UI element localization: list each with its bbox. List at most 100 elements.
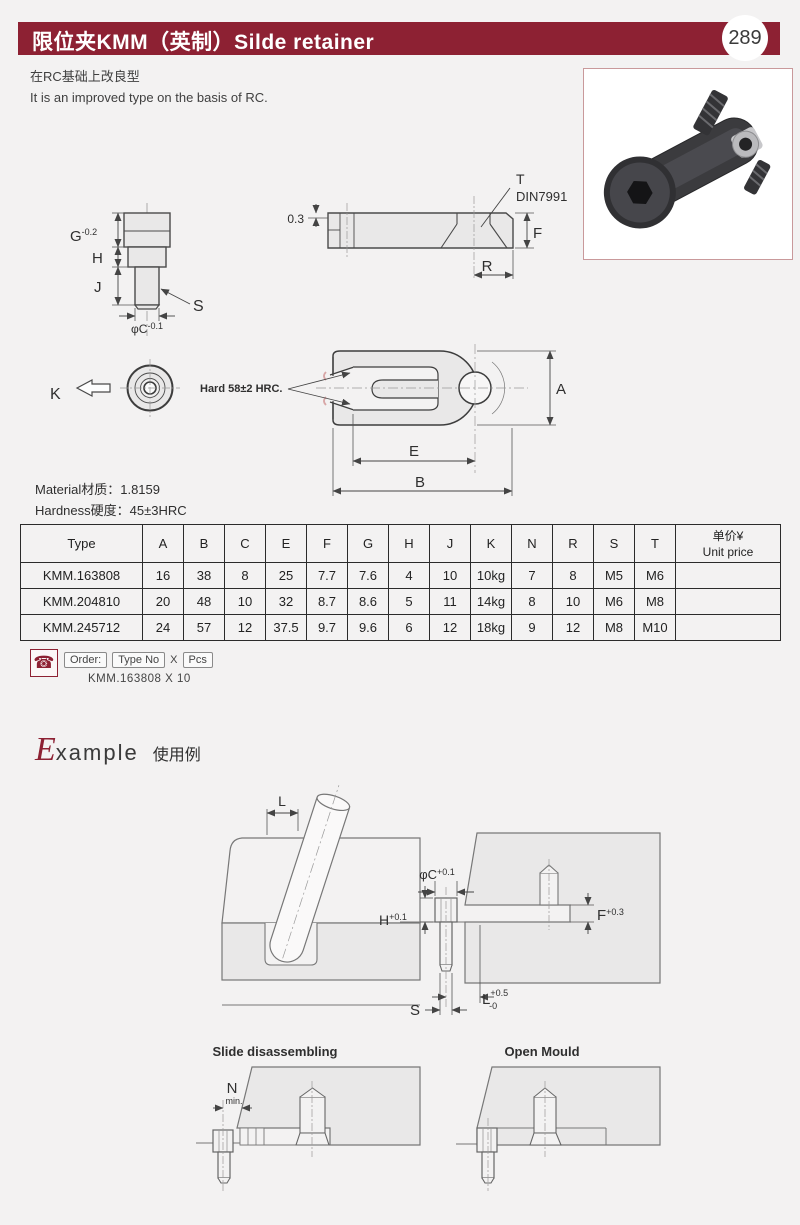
- cell: 37.5: [265, 614, 307, 641]
- col-header: G: [347, 524, 389, 563]
- cell: 12: [429, 614, 471, 641]
- col-header: E: [265, 524, 307, 563]
- cell: 8.6: [347, 588, 389, 615]
- ex-dim-l2: L+0.5-0: [482, 988, 508, 1011]
- table-header-row: Type A B C E F G H J K N R S T 单价¥ Unit …: [20, 524, 781, 563]
- example-heading: Example 使用例: [35, 731, 201, 769]
- dim-label-b: B: [415, 474, 425, 491]
- cell: 18kg: [470, 614, 512, 641]
- cell: 8: [224, 562, 266, 589]
- page-number-badge: 289: [722, 15, 768, 61]
- cell-price: [675, 562, 781, 589]
- cell: 6: [388, 614, 430, 641]
- header-bar: [18, 22, 780, 55]
- cell-price: [675, 588, 781, 615]
- col-header-type: Type: [20, 524, 143, 563]
- unit-price-en: Unit price: [702, 544, 754, 559]
- cell: M8: [634, 588, 676, 615]
- cell: 10: [224, 588, 266, 615]
- ex-dim-l: L: [278, 793, 286, 809]
- dim-label-g: G-0.2: [70, 227, 97, 245]
- phone-icon: ☎: [30, 649, 58, 677]
- dim-label-a: A: [556, 381, 566, 398]
- cell: 10kg: [470, 562, 512, 589]
- col-header: R: [552, 524, 594, 563]
- cell-price: [675, 614, 781, 641]
- dim-label-e: E: [409, 443, 419, 460]
- table-row: KMM.163808 16 38 8 25 7.7 7.6 4 10 10kg …: [20, 562, 781, 589]
- cell: 7: [511, 562, 553, 589]
- order-label: Order:: [64, 652, 108, 668]
- cell: 32: [265, 588, 307, 615]
- cell-type: KMM.245712: [20, 614, 143, 641]
- material-spec: Material材质：1.8159: [35, 482, 160, 497]
- intro-line-en: It is an improved type on the basis of R…: [30, 90, 268, 105]
- dim-label-j: J: [94, 279, 102, 296]
- ex-dim-f: F+0.3: [597, 907, 624, 924]
- dim-label-f: F: [533, 225, 542, 242]
- example-heading-initial: E: [35, 731, 56, 768]
- col-header: F: [306, 524, 348, 563]
- caption-slide-disassembling: Slide disassembling: [213, 1044, 338, 1059]
- product-photo: [583, 68, 793, 260]
- cell: 57: [183, 614, 225, 641]
- example-heading-zh: 使用例: [152, 747, 201, 764]
- cell: 16: [142, 562, 184, 589]
- ex-dim-n-min: min.: [225, 1096, 242, 1106]
- din-standard-label: DIN7991: [516, 189, 567, 204]
- screw-side: [744, 160, 771, 195]
- col-header: S: [593, 524, 635, 563]
- ex-dim-s: S: [410, 1002, 420, 1019]
- cell: 9.7: [306, 614, 348, 641]
- col-header: A: [142, 524, 184, 563]
- dim-label-h: H: [92, 250, 103, 267]
- view-label-k: K: [50, 386, 61, 403]
- col-header: T: [634, 524, 676, 563]
- col-header: B: [183, 524, 225, 563]
- table-row: KMM.245712 24 57 12 37.5 9.7 9.6 6 12 18…: [20, 614, 781, 641]
- cell: 11: [429, 588, 471, 615]
- cell: M6: [593, 588, 635, 615]
- cell: 8: [552, 562, 594, 589]
- dim-label-t: T: [516, 171, 525, 187]
- cell: 5: [388, 588, 430, 615]
- ex-dim-phic: φC+0.1: [419, 867, 455, 882]
- cell: 20: [142, 588, 184, 615]
- hardness-note: Hard 58±2 HRC.: [200, 383, 282, 395]
- cell-type: KMM.163808: [20, 562, 143, 589]
- cell: 8.7: [306, 588, 348, 615]
- product-photo-illustration: [603, 90, 771, 229]
- ex-dim-n: N: [227, 1080, 238, 1097]
- intro-line-zh: 在RC基础上改良型: [30, 69, 140, 84]
- cell: 7.6: [347, 562, 389, 589]
- technical-drawing: G-0.2 H J S φC-0.1 K Hard 58±2 HRC. T DI…: [50, 171, 567, 496]
- cell: 12: [552, 614, 594, 641]
- cell: M5: [593, 562, 635, 589]
- dim-label-phic: φC-0.1: [131, 321, 163, 336]
- col-header: J: [429, 524, 471, 563]
- cell: 38: [183, 562, 225, 589]
- caption-open-mould: Open Mould: [504, 1044, 579, 1059]
- table-row: KMM.204810 20 48 10 32 8.7 8.6 5 11 14kg…: [20, 588, 781, 615]
- cell: 48: [183, 588, 225, 615]
- col-header: H: [388, 524, 430, 563]
- order-row: Order: Type No X Pcs: [64, 652, 213, 668]
- example-heading-rest: xample: [55, 740, 139, 765]
- cell: 14kg: [470, 588, 512, 615]
- col-header-unit-price: 单价¥ Unit price: [675, 524, 781, 563]
- unit-price-zh: 单价¥: [712, 528, 744, 543]
- cell: M8: [593, 614, 635, 641]
- cell: 9.6: [347, 614, 389, 641]
- col-header: N: [511, 524, 553, 563]
- order-pcs: Pcs: [182, 652, 213, 668]
- page-title: 限位夹KMM（英制）Silde retainer: [32, 31, 375, 54]
- example-drawing: L φC+0.1 H+0.1 F+0.3 L+0.5-0 S N min. Sl…: [196, 785, 661, 1191]
- cell: 7.7: [306, 562, 348, 589]
- cell: 10: [552, 588, 594, 615]
- screw-top: [693, 90, 728, 136]
- cell: 25: [265, 562, 307, 589]
- order-sample: KMM.163808 X 10: [88, 673, 191, 685]
- col-header: K: [470, 524, 512, 563]
- order-times: X: [170, 654, 178, 666]
- cell: 8: [511, 588, 553, 615]
